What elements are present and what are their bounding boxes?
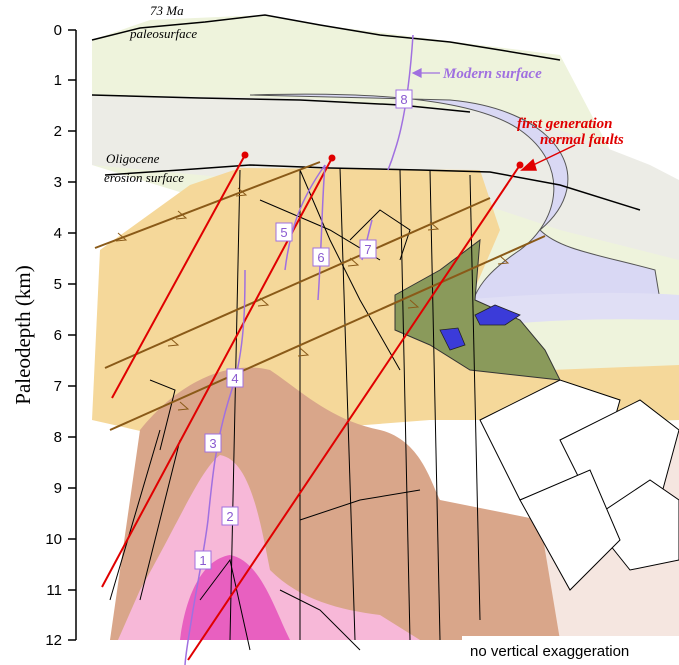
well-path-lower xyxy=(184,269,246,665)
thrust-3 xyxy=(109,235,546,431)
unit-magenta xyxy=(180,555,290,640)
geologic-units xyxy=(92,15,679,640)
y-tick-label: 3 xyxy=(54,174,62,191)
unit-blue-upper xyxy=(474,304,521,326)
footer-label-bg xyxy=(462,636,679,665)
modern-arrow xyxy=(411,68,440,78)
y-axis-label: Paleodepth (km) xyxy=(11,265,35,404)
label-oligocene: Oligocene xyxy=(106,151,160,166)
y-tick-label: 7 xyxy=(54,378,62,395)
fault-network xyxy=(109,167,481,651)
svg-text:3: 3 xyxy=(209,436,216,451)
unit-olive xyxy=(394,238,561,381)
normal-fault-1 xyxy=(111,154,246,399)
well-label-8: 8 xyxy=(395,89,413,109)
lower-surface-line xyxy=(91,94,471,113)
label-no-vertical-exaggeration: no vertical exaggeration xyxy=(470,643,629,660)
y-tick-label: 4 xyxy=(54,225,62,242)
well-path-6 xyxy=(317,164,326,301)
oligocene-erosion-line xyxy=(104,164,641,211)
label-first-generation: first generation xyxy=(517,116,612,132)
annotation-arrow xyxy=(520,144,576,171)
well-label-6: 6 xyxy=(312,247,330,267)
paleosurface-line xyxy=(91,14,561,61)
y-axis: 0 1 2 3 4 5 6 7 8 9 10 11 12 Paleodepth … xyxy=(11,22,77,649)
svg-text:5: 5 xyxy=(280,225,287,240)
unit-lavender-fold xyxy=(249,93,661,321)
svg-text:4: 4 xyxy=(231,371,238,386)
y-tick-labels: 0 1 2 3 4 5 6 7 8 9 10 11 12 xyxy=(45,22,62,649)
well-path-8 xyxy=(387,34,414,171)
tilted-blocks xyxy=(479,379,679,591)
y-tick-label: 11 xyxy=(46,582,62,599)
well-label-1: 1 xyxy=(194,550,212,570)
svg-text:7: 7 xyxy=(364,242,371,257)
label-normal-faults: normal faults xyxy=(540,132,624,148)
well-label-3: 3 xyxy=(204,433,222,453)
surfaces xyxy=(91,14,641,211)
svg-text:2: 2 xyxy=(226,509,233,524)
svg-text:6: 6 xyxy=(317,250,324,265)
thrust-teeth xyxy=(115,187,510,411)
y-tick-label: 12 xyxy=(45,632,62,649)
y-tick-label: 5 xyxy=(54,276,62,293)
label-paleosurface: paleosurface xyxy=(129,26,197,41)
well-label-7: 7 xyxy=(359,239,377,259)
svg-text:1: 1 xyxy=(199,553,206,568)
y-tick-label: 2 xyxy=(54,123,62,140)
thrust-1 xyxy=(94,161,321,249)
unit-blue-lower xyxy=(439,327,466,351)
label-modern-surface: Modern surface xyxy=(442,66,542,82)
well-label-4: 4 xyxy=(226,368,244,388)
y-tick-label: 6 xyxy=(54,327,62,344)
well-label-2: 2 xyxy=(221,506,239,526)
thrust-faults xyxy=(94,161,546,431)
svg-text:8: 8 xyxy=(400,92,407,107)
well-path-5 xyxy=(284,164,326,271)
fault-tips xyxy=(241,151,524,169)
y-tick-label: 1 xyxy=(54,72,62,89)
normal-fault-3 xyxy=(187,164,521,661)
well-label-5: 5 xyxy=(275,222,293,242)
well-number-labels: 8 5 6 7 4 3 2 1 xyxy=(194,89,413,570)
thrust-2 xyxy=(104,197,491,369)
y-tick-label: 10 xyxy=(45,531,62,548)
y-axis-ticks xyxy=(68,29,76,641)
label-erosion-surface: erosion surface xyxy=(104,170,184,185)
y-tick-label: 8 xyxy=(54,429,62,446)
y-tick-label: 9 xyxy=(54,480,62,497)
y-tick-label: 0 xyxy=(54,22,62,39)
label-73ma: 73 Ma xyxy=(150,3,184,18)
